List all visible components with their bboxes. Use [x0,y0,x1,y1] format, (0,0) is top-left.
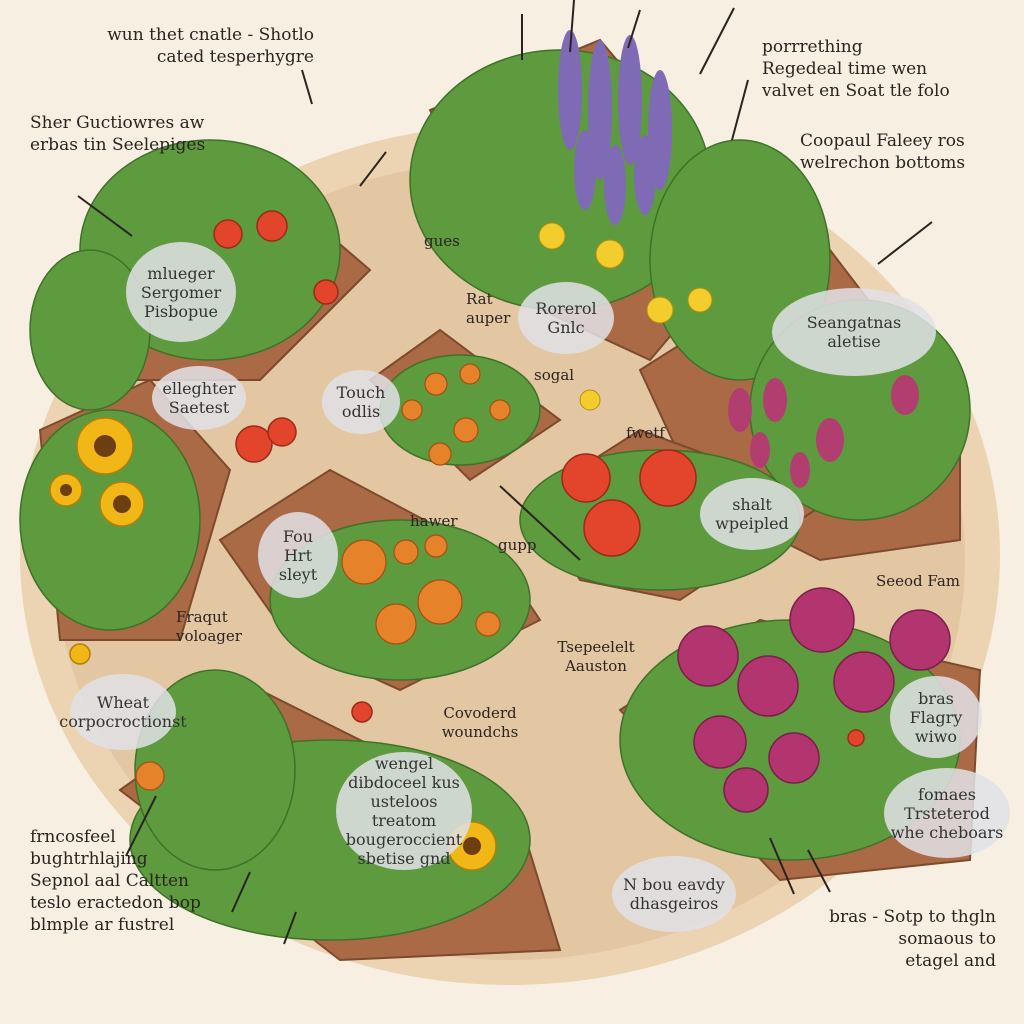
label-center-sun: hawer [410,512,458,530]
bubble-herb-left: mlueger Sergomer Pisbopue [126,242,236,342]
label-center-mid: sogal [534,366,575,384]
label-right-top: Coopaul Faleey ros welrechon bottoms [800,131,966,173]
bubble-touch: Touch odlis [322,370,400,434]
leader-lines [77,0,933,945]
label-top-left: wun thet cnatle - Shotlo cated tesperhyg… [107,25,314,67]
label-center-lower: Tsepeelelt Aauston [557,638,635,675]
zinnias [677,587,951,813]
label-left-top: Sher Guctiowres aw erbas tin Seelepiges [30,113,206,155]
label-bottom-left: frncosfeel bughtrhlajing Sepnol aal Calt… [30,827,201,935]
label-center-tomato: fwetf [626,424,665,442]
yellow-flowers [538,222,713,411]
pink-spikes [728,375,919,488]
lavender-patch [558,30,672,225]
bubble-sunflower: Seangatnas aletise [772,288,936,376]
bubble-zinnia-right: bras Flagry wiwo [890,676,982,758]
bubble-herbs-center: Rorerol Gnlc [518,282,614,354]
label-center-bottom: Covoderd woundchs [441,704,519,741]
bubble-tomato-right: shalt wpeipled [700,478,804,550]
label-right-mid: Seeod Fam [876,572,960,590]
bubble-bed-left: elleghter Saetest [152,366,246,430]
label-center-path: gupp [498,536,537,554]
bubble-right-low: fomaes Trsteterod whe cheboars [884,768,1010,858]
marigolds [135,363,511,791]
bubble-sun-label: Fou Hrt sleyt [258,512,338,598]
bubble-wheat: Wheat corpocroctionst [59,674,187,750]
label-center-top: gues [424,232,460,250]
label-rat: Rat auper [466,290,511,327]
bubble-bottom-center: wengel dibdoceel kus usteloos treatom bo… [336,752,472,870]
label-top-right: porrrething Regedeal time wen valvet en … [762,37,950,101]
label-bottom-right: bras - Sotp to thgln somaous to etagel a… [829,907,996,971]
label-left-mid: Fraqut voloager [176,608,242,645]
tomatoes [213,210,865,747]
bubble-bottom-mid: N bou eavdy dhasgeiros [612,856,736,932]
